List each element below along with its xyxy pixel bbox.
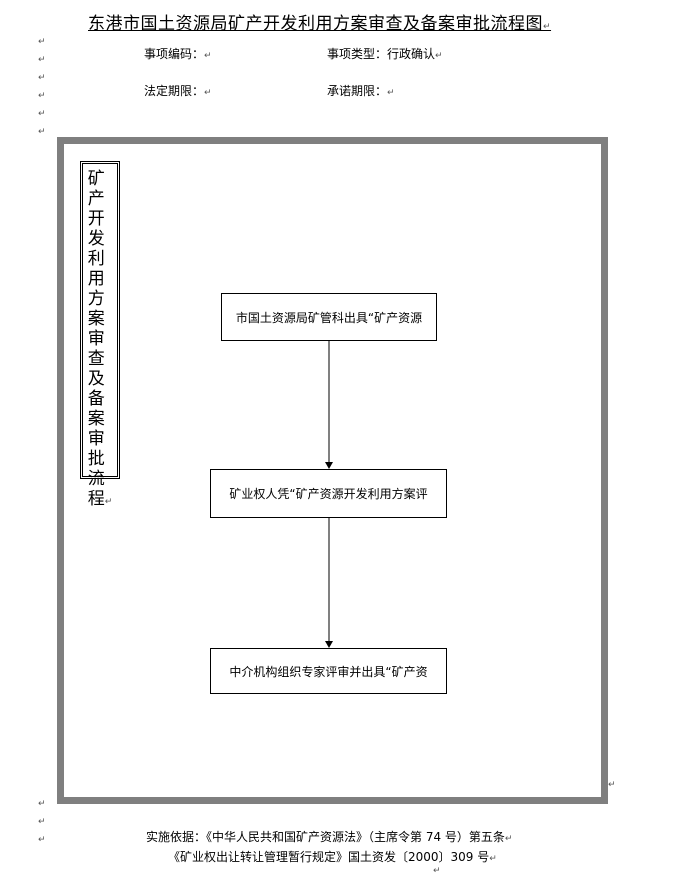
footer-basis-line-1: 实施依据：《中华人民共和国矿产资源法》（主席令第 74 号）第五条↵ — [146, 830, 513, 844]
vertical-title-char: 审 — [87, 329, 105, 349]
paragraph-mark-icon: ↵ — [38, 37, 46, 47]
paragraph-mark-icon: ↵ — [38, 817, 46, 827]
vertical-title-box: 矿产开发利用方案审查及备案审批流程↵ — [80, 161, 120, 509]
item-code-field: 事项编码：↵ — [144, 47, 212, 61]
vertical-title-char: 产 — [87, 189, 105, 209]
vertical-title-char: 查 — [87, 349, 105, 369]
flow-step-1-text: 市国土资源局矿管科出具“矿产资源 — [235, 310, 423, 325]
paragraph-mark-icon: ↵ — [608, 780, 616, 790]
vertical-title-char: 开 — [87, 209, 105, 229]
paragraph-mark-icon: ↵ — [387, 88, 395, 98]
vertical-title-chars: 矿产开发利用方案审查及备案审批流程↵ — [88, 169, 113, 512]
paragraph-mark-icon: ↵ — [104, 497, 113, 507]
paragraph-mark-icon: ↵ — [433, 866, 441, 876]
paragraph-mark-icon: ↵ — [38, 835, 46, 845]
vertical-title-char: 备 — [87, 389, 105, 409]
paragraph-mark-icon: ↵ — [204, 51, 212, 61]
paragraph-mark-icon: ↵ — [38, 109, 46, 119]
paragraph-mark-icon: ↵ — [543, 22, 552, 32]
paragraph-mark-icon: ↵ — [435, 51, 443, 61]
item-type-field: 事项类型：行政确认↵ — [327, 47, 443, 61]
paragraph-mark-icon: ↵ — [38, 799, 46, 809]
vertical-title-char: 方 — [87, 289, 105, 309]
vertical-title-char: 流 — [87, 469, 105, 489]
vertical-title-char: 发 — [87, 229, 105, 249]
vertical-title-char: 批 — [87, 449, 105, 469]
flow-step-2-box: 矿业权人凭“矿产资源开发利用方案评 — [210, 469, 447, 518]
paragraph-mark-icon: ↵ — [204, 88, 212, 98]
vertical-title-char: 案 — [87, 409, 105, 429]
legal-deadline-field: 法定期限：↵ — [144, 84, 212, 98]
footer-basis-line-2: 《矿业权出让转让管理暂行规定》国土资发〔2000〕309 号↵ — [168, 850, 497, 864]
vertical-title-char: 案 — [87, 309, 105, 329]
paragraph-mark-icon: ↵ — [38, 55, 46, 65]
flow-step-3-box: 中介机构组织专家评审并出具“矿产资 — [210, 648, 447, 694]
flow-step-3-text: 中介机构组织专家评审并出具“矿产资 — [229, 664, 428, 679]
arrow-head-2-icon — [325, 641, 333, 648]
flow-step-2-text: 矿业权人凭“矿产资源开发利用方案评 — [229, 487, 428, 501]
vertical-title-char: 矿 — [87, 169, 105, 189]
paragraph-mark-icon: ↵ — [38, 127, 46, 137]
document-title: 东港市国土资源局矿产开发利用方案审查及备案审批流程图↵ — [88, 14, 552, 34]
vertical-title-char: 利 — [87, 249, 105, 269]
vertical-title-char: 及 — [87, 369, 105, 389]
paragraph-mark-icon: ↵ — [38, 73, 46, 83]
paragraph-mark-icon: ↵ — [489, 854, 497, 864]
paragraph-mark-icon: ↵ — [38, 91, 46, 101]
vertical-title-char: 用 — [87, 269, 105, 289]
promise-deadline-field: 承诺期限：↵ — [327, 84, 395, 98]
arrow-head-1-icon — [325, 462, 333, 469]
flow-step-1-box: 市国土资源局矿管科出具“矿产资源 — [221, 293, 437, 341]
paragraph-mark-icon: ↵ — [504, 834, 513, 844]
vertical-title-char: 审 — [87, 429, 105, 449]
vertical-title-char: 程↵ — [87, 489, 113, 509]
